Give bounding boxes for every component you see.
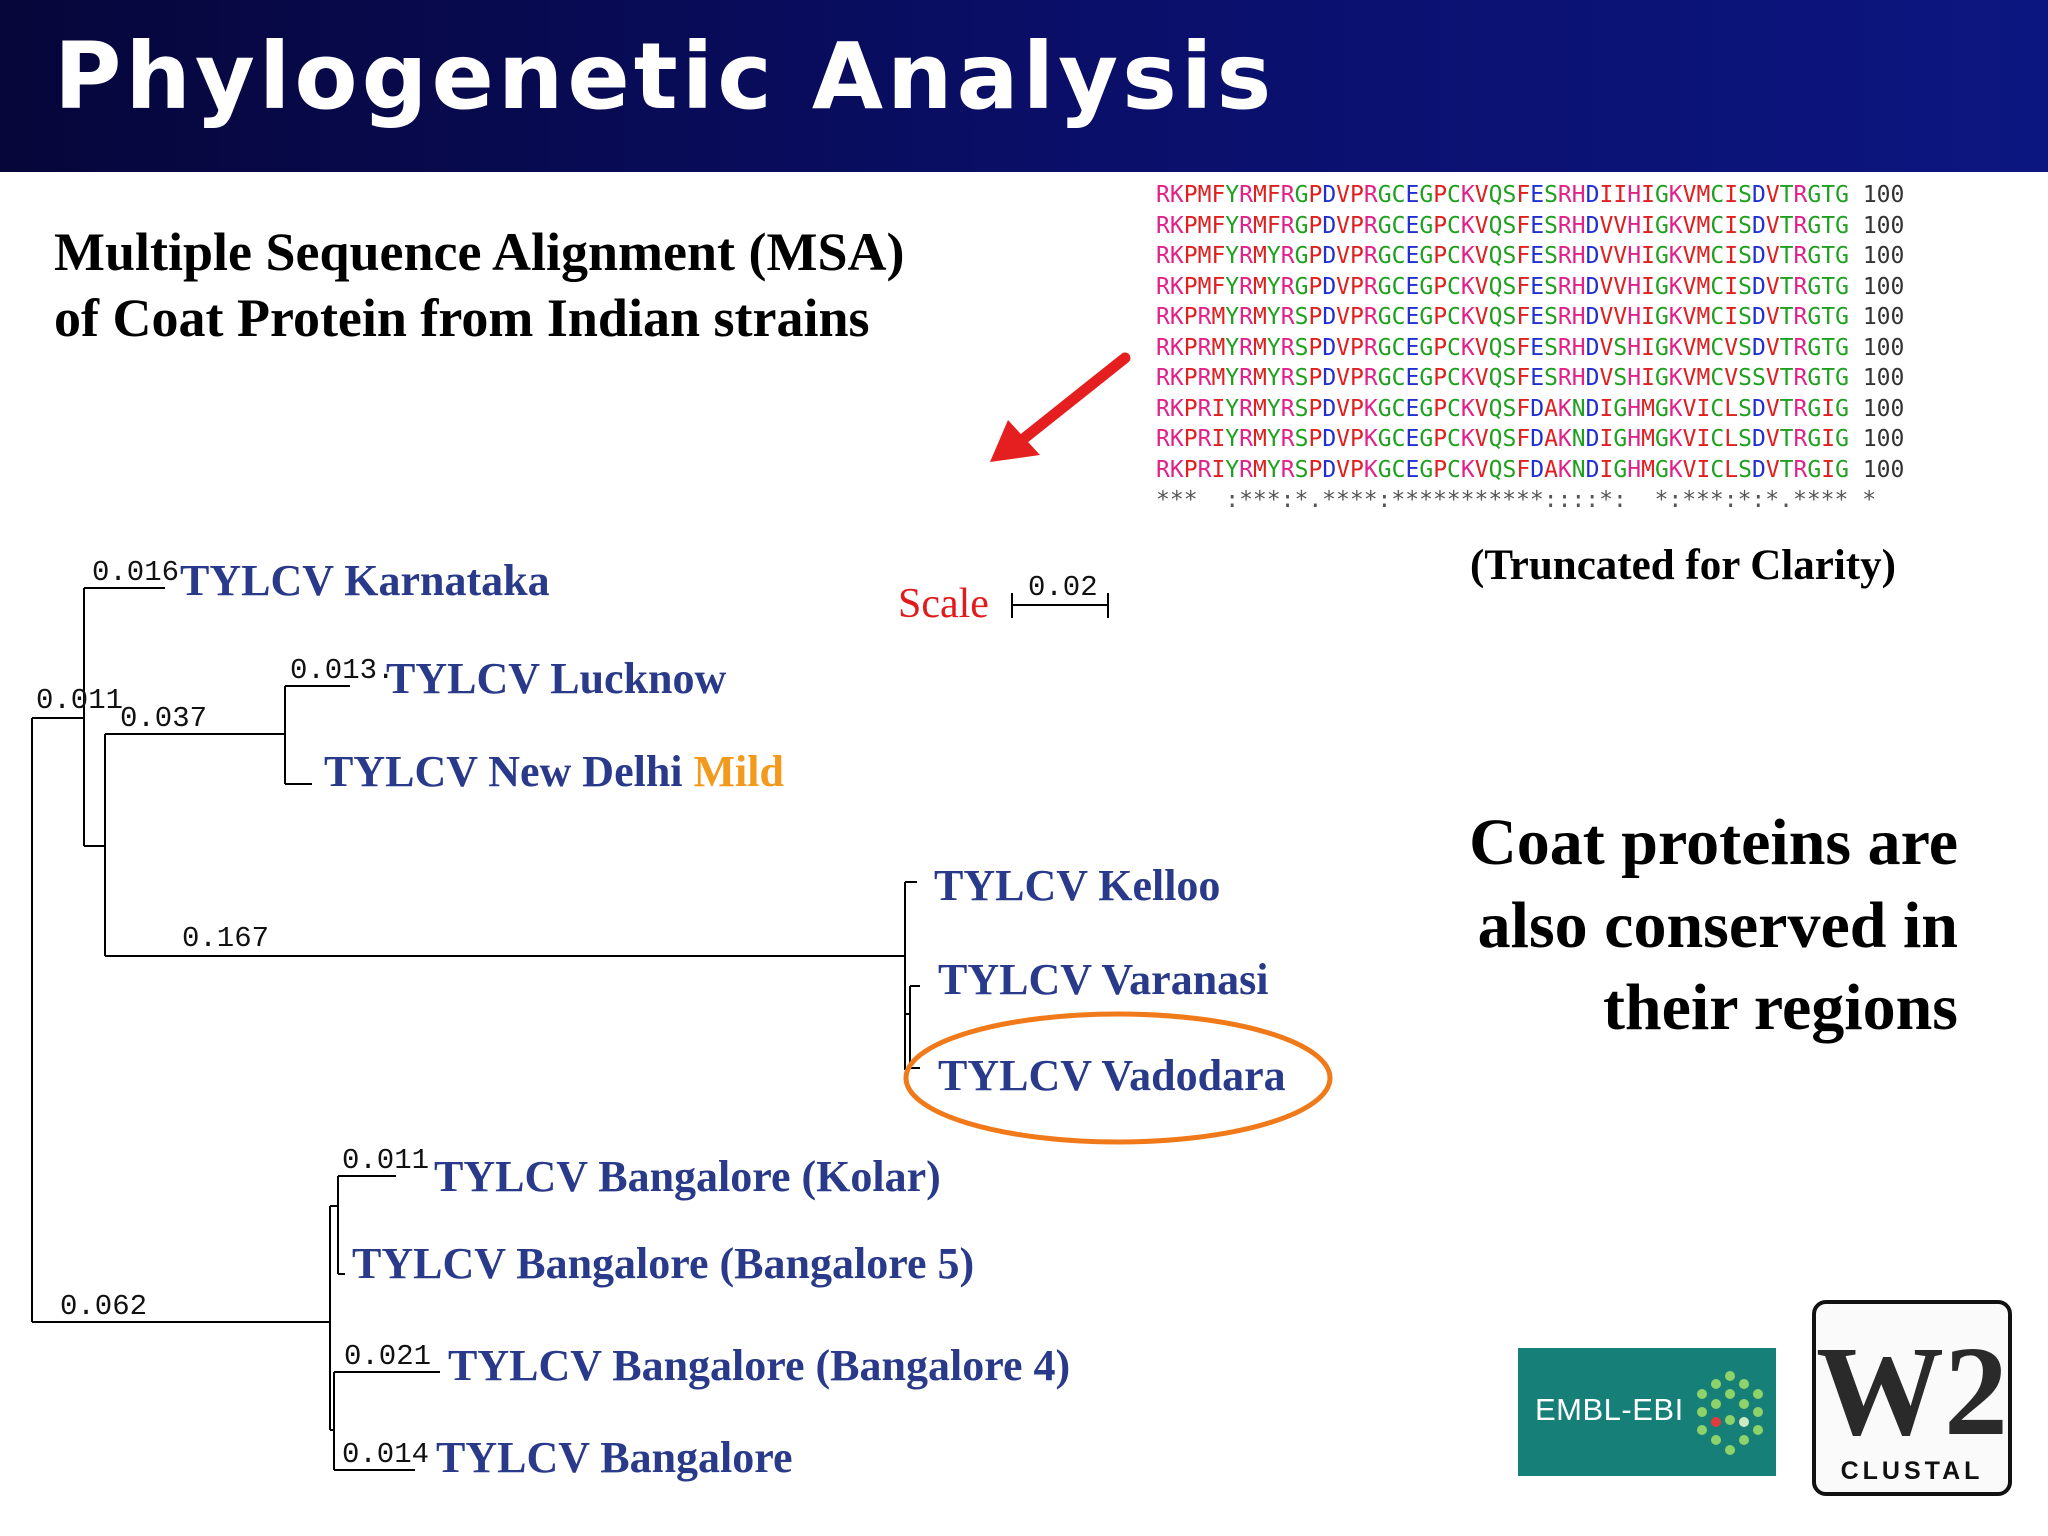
msa-position: 100: [1862, 243, 1905, 269]
truncated-note: (Truncated for Clarity): [1470, 542, 1896, 589]
scale-label: Scale: [898, 581, 989, 627]
clustal-w2-mark: W2: [1816, 1320, 2008, 1458]
msa-sequence: RKPMFYRMFRGPDVPRGCEGPCKVQSFESRHDVVHIGKVM…: [1156, 212, 1849, 239]
msa-consensus: *** :***:*.****:***********::::*: *:***:…: [1156, 487, 1877, 513]
bl-bangalore4: 0.021: [344, 1340, 431, 1373]
leaf-karnataka: TYLCV Karnataka: [180, 556, 550, 605]
msa-sequence: RKPMFYRMYRGPDVPRGCEGPCKVQSFESRHDVVHIGKVM…: [1156, 273, 1849, 300]
clustal-w2-mark-text: W2: [1816, 1320, 2008, 1458]
bl-lucknow-delhi: 0.037: [120, 702, 207, 735]
clustal-w2-logo: W2 CLUSTAL: [1812, 1300, 2012, 1496]
msa-position: 100: [1862, 304, 1905, 330]
msa-sequence: RKPRMYRMYRSPDVPRGCEGPCKVQSFESRHDVSHIGKVM…: [1156, 334, 1849, 361]
msa-position: 100: [1862, 273, 1905, 300]
conclusion-line2: also conserved in: [1477, 888, 1958, 962]
tree-branches: [31, 587, 920, 1471]
title-bar: Phylogenetic Analysis: [0, 0, 2048, 172]
leaf-vadodara: TYLCV Vadodara: [938, 1051, 1286, 1100]
bl-kolar: 0.011: [342, 1144, 429, 1177]
slide-title: Phylogenetic Analysis: [54, 23, 1276, 130]
leaf-bangalore5: TYLCV Bangalore (Bangalore 5): [352, 1239, 974, 1288]
bl-lucknow: 0.013.: [290, 654, 394, 687]
msa-sequence: RKPRIYRMYRSPDVPKGCEGPCKVQSFDAKNDIGHMGKVI…: [1156, 395, 1849, 422]
msa-position: 100: [1862, 456, 1905, 483]
msa-row: RKPRIYRMYRSPDVPKGCEGPCKVQSFDAKNDIGHMGKVI…: [1156, 424, 2048, 455]
clustal-logo-text: CLUSTAL: [1840, 1457, 1984, 1485]
bl-bangalore: 0.014: [342, 1438, 429, 1471]
msa-alignment-panel: RKPMFYRMFRGPDVPRGCEGPCKVQSFESRHDIIHIGKVM…: [1156, 180, 2048, 516]
msa-row: RKPRMYRMYRSPDVPRGCEGPCKVQSFESRHDVSHIGKVM…: [1156, 333, 2048, 364]
msa-row: RKPMFYRMYRGPDVPRGCEGPCKVQSFESRHDVVHIGKVM…: [1156, 241, 2048, 272]
msa-row: RKPRMYRMYRSPDVPRGCEGPCKVQSFESRHDVSHIGKVM…: [1156, 363, 2048, 394]
msa-row: RKPRIYRMYRSPDVPKGCEGPCKVQSFDAKNDIGHMGKVI…: [1156, 394, 2048, 425]
leaf-varanasi: TYLCV Varanasi: [938, 955, 1269, 1004]
leaf-new-delhi: TYLCV New Delhi Mild: [324, 747, 784, 796]
bl-karnataka: 0.016: [92, 556, 179, 589]
leaf-bangalore: TYLCV Bangalore: [436, 1433, 793, 1482]
embl-ebi-dots-icon: [1697, 1371, 1763, 1455]
scale-bar: Scale 0.02: [898, 571, 1109, 627]
msa-sequence: RKPRMYRMYRSPDVPRGCEGPCKVQSFESRHDVSHIGKVM…: [1156, 365, 1849, 391]
scale-value: 0.02: [1028, 571, 1098, 604]
msa-sequence: RKPMFYRMYRGPDVPRGCEGPCKVQSFESRHDVVHIGKVM…: [1156, 243, 1849, 269]
msa-position: 100: [1862, 395, 1905, 422]
msa-sequence: RKPMFYRMFRGPDVPRGCEGPCKVQSFESRHDIIHIGKVM…: [1156, 182, 1849, 208]
msa-position: 100: [1862, 212, 1905, 239]
msa-heading-line1: Multiple Sequence Alignment (MSA): [54, 222, 905, 282]
vadodara-highlight-ellipse: [903, 1011, 1333, 1145]
msa-position: 100: [1862, 182, 1905, 208]
msa-row: RKPRMYRMYRSPDVPRGCEGPCKVQSFESRHDVVHIGKVM…: [1156, 302, 2048, 333]
leaf-bangalore4: TYLCV Bangalore (Bangalore 4): [448, 1341, 1070, 1390]
msa-sequence: RKPRIYRMYRSPDVPKGCEGPCKVQSFDAKNDIGHMGKVI…: [1156, 426, 1849, 452]
msa-row: RKPMFYRMFRGPDVPRGCEGPCKVQSFESRHDVVHIGKVM…: [1156, 211, 2048, 242]
msa-row: RKPMFYRMFRGPDVPRGCEGPCKVQSFESRHDIIHIGKVM…: [1156, 180, 2048, 211]
red-arrow-icon: [990, 352, 1131, 462]
msa-heading: Multiple Sequence Alignment (MSA) of Coa…: [54, 220, 904, 352]
embl-ebi-logo: EMBL-EBI: [1518, 1348, 1776, 1476]
leaf-kolar: TYLCV Bangalore (Kolar): [434, 1152, 941, 1201]
msa-position: 100: [1862, 426, 1905, 452]
leaf-new-delhi-mild: Mild: [694, 747, 784, 796]
msa-sequence: RKPRIYRMYRSPDVPKGCEGPCKVQSFDAKNDIGHMGKVI…: [1156, 456, 1849, 483]
conclusion-line1: Coat proteins are: [1469, 806, 1958, 879]
branch-length-labels: 0.016 0.013. 0.011 0.037 0.167 0.062 0.0…: [36, 556, 431, 1471]
msa-position: 100: [1862, 365, 1905, 391]
leaf-lucknow: TYLCV Lucknow: [386, 654, 727, 703]
bl-group-a: 0.011: [36, 684, 123, 717]
embl-ebi-logo-text: EMBL-EBI: [1535, 1392, 1684, 1427]
leaf-kelloo: TYLCV Kelloo: [934, 861, 1220, 910]
conclusion-line3: their regions: [1602, 971, 1958, 1044]
msa-row: RKPRIYRMYRSPDVPKGCEGPCKVQSFDAKNDIGHMGKVI…: [1156, 455, 2048, 486]
msa-sequence: RKPRMYRMYRSPDVPRGCEGPCKVQSFESRHDVVHIGKVM…: [1156, 304, 1849, 330]
msa-row: RKPMFYRMYRGPDVPRGCEGPCKVQSFESRHDVVHIGKVM…: [1156, 272, 2048, 303]
msa-heading-line2: of Coat Protein from Indian strains: [54, 287, 870, 348]
bl-kelloo-clade: 0.167: [182, 922, 269, 955]
conclusion-text: Coat proteins are also conserved in thei…: [1469, 802, 1958, 1050]
leaf-new-delhi-name: TYLCV New Delhi: [324, 747, 694, 796]
bl-bangalore-clade: 0.062: [60, 1290, 147, 1323]
leaf-labels: TYLCV Karnataka TYLCV Lucknow TYLCV New …: [180, 556, 1286, 1482]
msa-position: 100: [1862, 334, 1905, 361]
